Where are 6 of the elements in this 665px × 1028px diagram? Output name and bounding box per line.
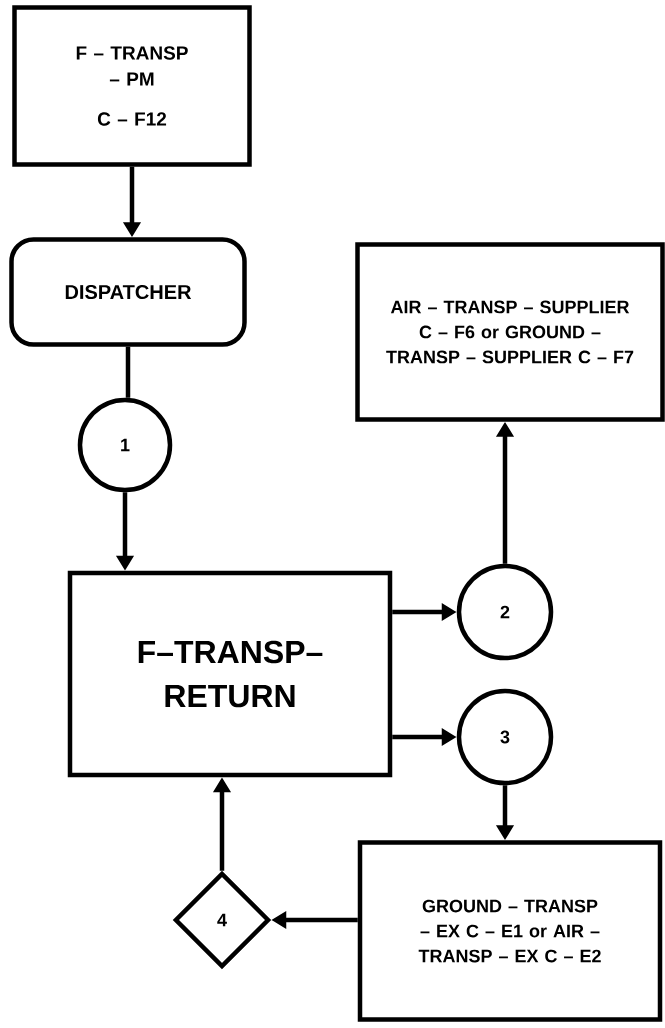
process-box: GROUND – TRANSP – EX C – E1 or AIR – TRANSP – EX C – E2 bbox=[357, 840, 663, 1022]
process-box: AIR – TRANSP – SUPPLIER C – F6 or GROUND – TRANSP – SUPPLIER C – F7 bbox=[355, 242, 665, 422]
process-box: F – TRANSP – PM C – F12 bbox=[12, 5, 252, 167]
terminal-box: DISPATCHER bbox=[9, 237, 247, 347]
connector-line bbox=[125, 346, 131, 398]
process-box: F–TRANSP– RETURN bbox=[67, 570, 393, 778]
